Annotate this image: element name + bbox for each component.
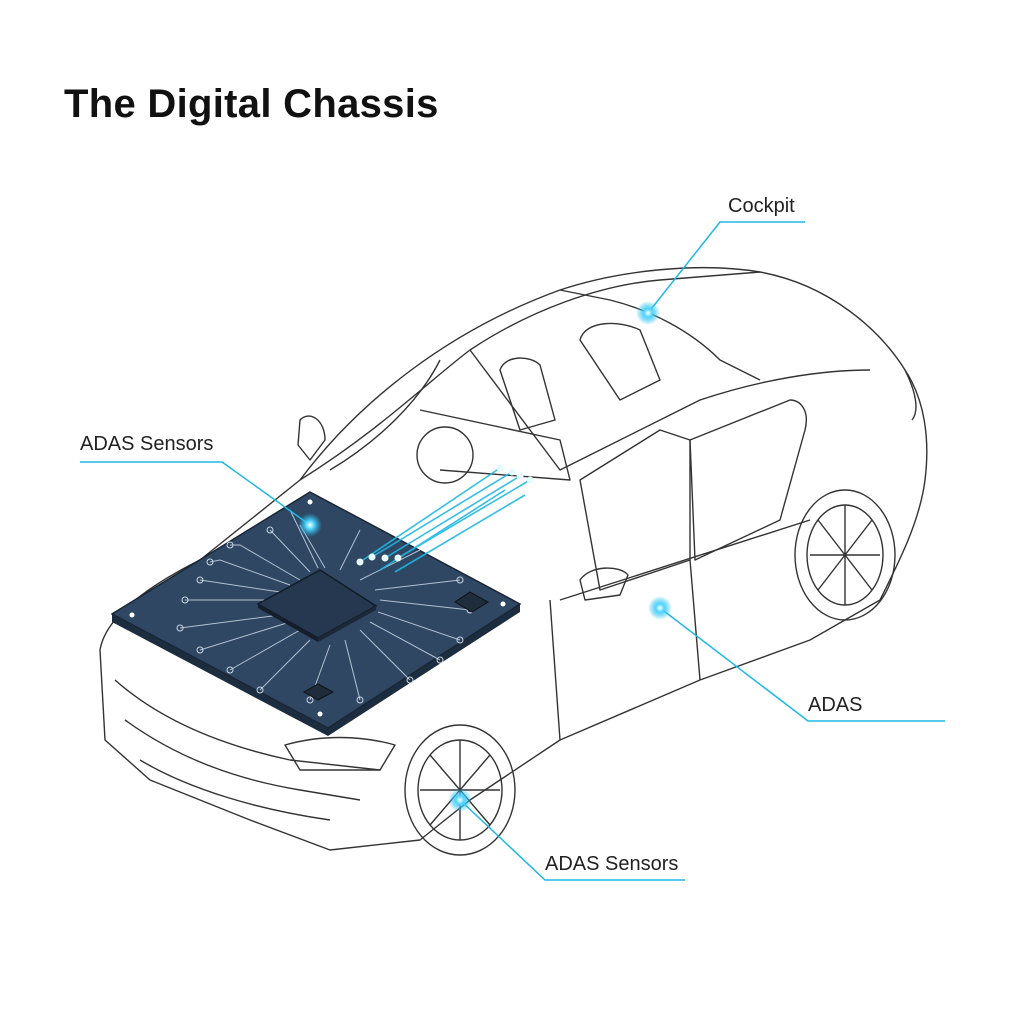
- circuit-traces: [179, 509, 471, 701]
- callout-cockpit: Cockpit: [728, 195, 795, 217]
- callout-adas-sensors-wheel: ADAS Sensors: [545, 853, 679, 875]
- small-chip: [454, 591, 489, 613]
- callout-adas-sensors-front: ADAS Sensors: [80, 433, 214, 455]
- hotspots: [298, 301, 672, 812]
- car-outline: [99, 267, 928, 856]
- circuit-board: [110, 491, 522, 736]
- small-chip: [302, 683, 335, 701]
- data-links: [359, 467, 531, 573]
- callout-adas: ADAS: [808, 694, 863, 716]
- callout-lines: [80, 221, 945, 881]
- diagram-title: The Digital Chassis: [64, 82, 439, 126]
